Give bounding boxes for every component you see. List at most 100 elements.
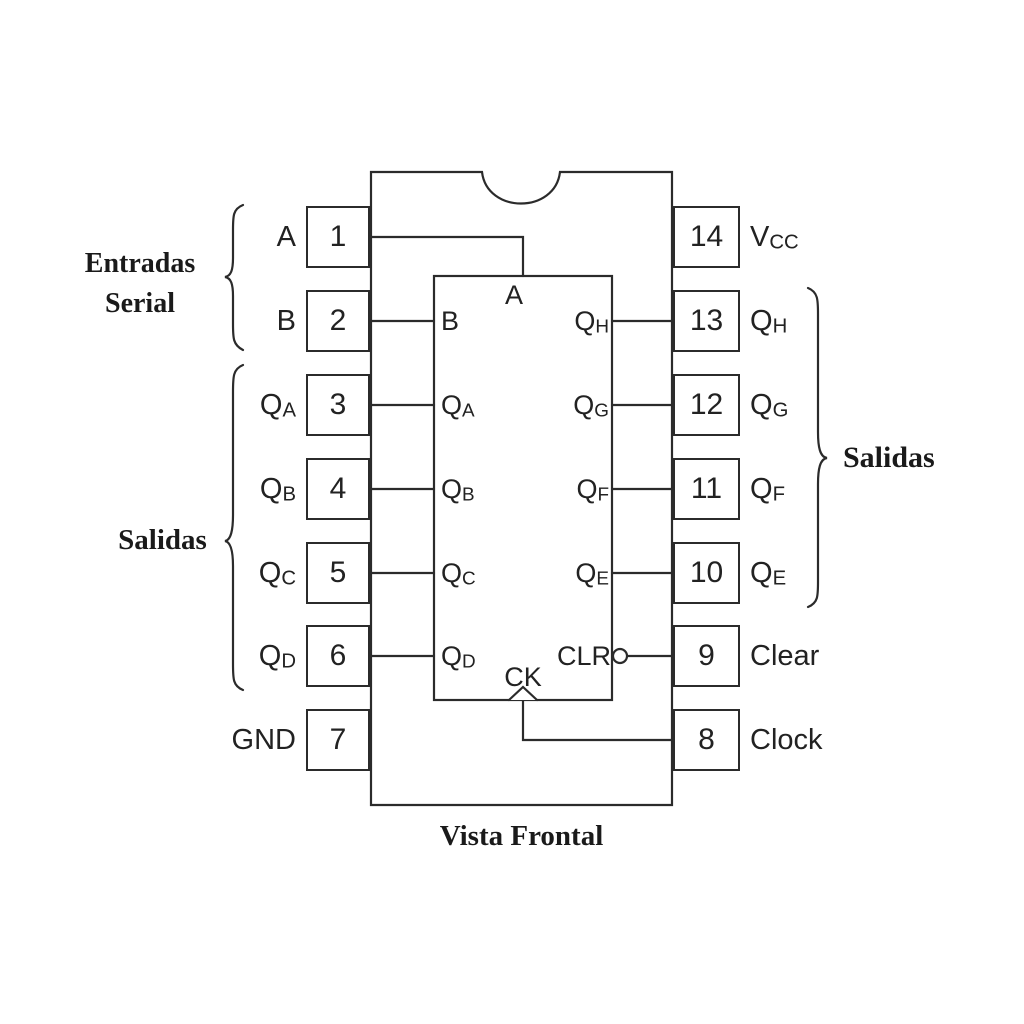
pin-box-3: 3 <box>306 374 370 436</box>
pin-number-13: 13 <box>689 304 724 337</box>
pin-label-clear: Clear <box>750 638 819 674</box>
pin-label-qc: QC <box>150 555 296 591</box>
pin-number-12: 12 <box>689 388 724 421</box>
annotation-salidas-left: Salidas <box>118 524 207 556</box>
label-sub: D <box>462 651 476 673</box>
entradas-line1: Entradas <box>84 248 196 279</box>
wire-pin1-a <box>368 235 525 278</box>
label-main: Q <box>575 558 597 588</box>
label-sub: D <box>281 650 296 673</box>
chip-port-a: A <box>505 279 545 311</box>
pin-number-7: 7 <box>329 723 347 756</box>
label-sub: B <box>462 484 475 506</box>
pin-number-5: 5 <box>329 556 347 589</box>
label-main: Q <box>258 557 282 589</box>
label-sub: B <box>282 483 296 506</box>
chip-port-qg: QG <box>480 389 609 421</box>
annotation-entradas-serial: Entradas Serial <box>50 244 230 324</box>
pin-number-4: 4 <box>329 472 347 505</box>
label-main: Clock <box>750 724 823 756</box>
chip-port-b: B <box>441 305 459 337</box>
label-sub: F <box>772 483 785 506</box>
label-main: Q <box>576 474 598 504</box>
chip-port-qb: QB <box>441 473 475 505</box>
chip-port-qc: QC <box>441 557 476 589</box>
label-sub: C <box>462 568 476 590</box>
label-main: Q <box>259 473 283 505</box>
pin-label-qh: QH <box>750 303 787 339</box>
annotation-salidas-right: Salidas <box>843 441 935 474</box>
brace-salidas-left <box>224 363 245 692</box>
label-sub: E <box>772 567 787 590</box>
chip-port-clr: CLR <box>480 640 611 672</box>
label-main: Clear <box>750 640 820 672</box>
label-main: A <box>505 280 524 310</box>
pin-number-11: 11 <box>690 472 723 505</box>
pin-label-qf: QF <box>750 471 785 507</box>
pin-label-vcc: VCC <box>750 219 799 255</box>
label-main: B <box>276 305 296 337</box>
pin-label-clock: Clock <box>750 722 823 758</box>
label-main: Q <box>441 641 463 671</box>
pin-box-12: 12 <box>673 374 740 436</box>
pin-box-2: 2 <box>306 290 370 352</box>
label-sub: H <box>595 316 609 338</box>
label-sub: CC <box>769 231 799 254</box>
label-main: Q <box>573 390 595 420</box>
pin-number-2: 2 <box>329 304 347 337</box>
chip-port-qa: QA <box>441 389 475 421</box>
label-main: Q <box>258 640 282 672</box>
pin-box-8: 8 <box>673 709 740 771</box>
wire-pin8-clock <box>521 698 675 742</box>
pin-box-4: 4 <box>306 458 370 520</box>
pin-label-qd: QD <box>150 638 296 674</box>
pin-number-9: 9 <box>698 639 715 672</box>
label-main: Q <box>750 473 773 505</box>
diagram-title: Vista Frontal <box>439 820 604 852</box>
pin-box-6: 6 <box>306 625 370 687</box>
chip-port-ck: CK <box>494 662 552 692</box>
pin-number-6: 6 <box>329 639 347 672</box>
pin-box-14: 14 <box>673 206 740 268</box>
pin-box-13: 13 <box>673 290 740 352</box>
label-sub: A <box>282 399 296 422</box>
label-main: V <box>750 221 770 253</box>
label-main: Q <box>441 558 463 588</box>
logic-block <box>432 274 614 702</box>
label-main: Q <box>574 306 596 336</box>
pin-label-qe: QE <box>750 555 786 591</box>
chip-port-qh: QH <box>480 305 609 337</box>
chip-port-qd: QD <box>441 640 476 672</box>
pin-box-11: 11 <box>673 458 740 520</box>
pin-box-10: 10 <box>673 542 740 604</box>
label-main: B <box>441 306 460 336</box>
label-main: Q <box>750 305 773 337</box>
label-sub: H <box>772 315 788 338</box>
pin-box-7: 7 <box>306 709 370 771</box>
label-main: Q <box>259 389 283 421</box>
label-sub: C <box>281 567 296 590</box>
clock-edge-triangle-icon <box>507 685 539 702</box>
label-main: Q <box>441 390 463 420</box>
pin-label-gnd: GND <box>150 722 296 758</box>
pin-box-1: 1 <box>306 206 370 268</box>
label-sub: G <box>594 400 609 422</box>
pin-number-14: 14 <box>689 220 724 253</box>
brace-salidas-right <box>806 286 828 609</box>
label-sub: E <box>596 568 609 590</box>
pin-box-9: 9 <box>673 625 740 687</box>
pin-label-b: B <box>150 303 296 339</box>
pin-label-qb: QB <box>150 471 296 507</box>
label-main: CK <box>504 662 542 692</box>
chip-port-qe: QE <box>480 557 609 589</box>
pin-number-1: 1 <box>329 220 347 253</box>
label-sub: G <box>772 399 789 422</box>
label-sub: F <box>597 484 609 506</box>
label-main: GND <box>231 724 296 756</box>
pin-number-10: 10 <box>689 556 724 589</box>
pin-label-qg: QG <box>750 387 788 423</box>
label-main: Q <box>750 557 773 589</box>
label-main: A <box>276 221 296 253</box>
